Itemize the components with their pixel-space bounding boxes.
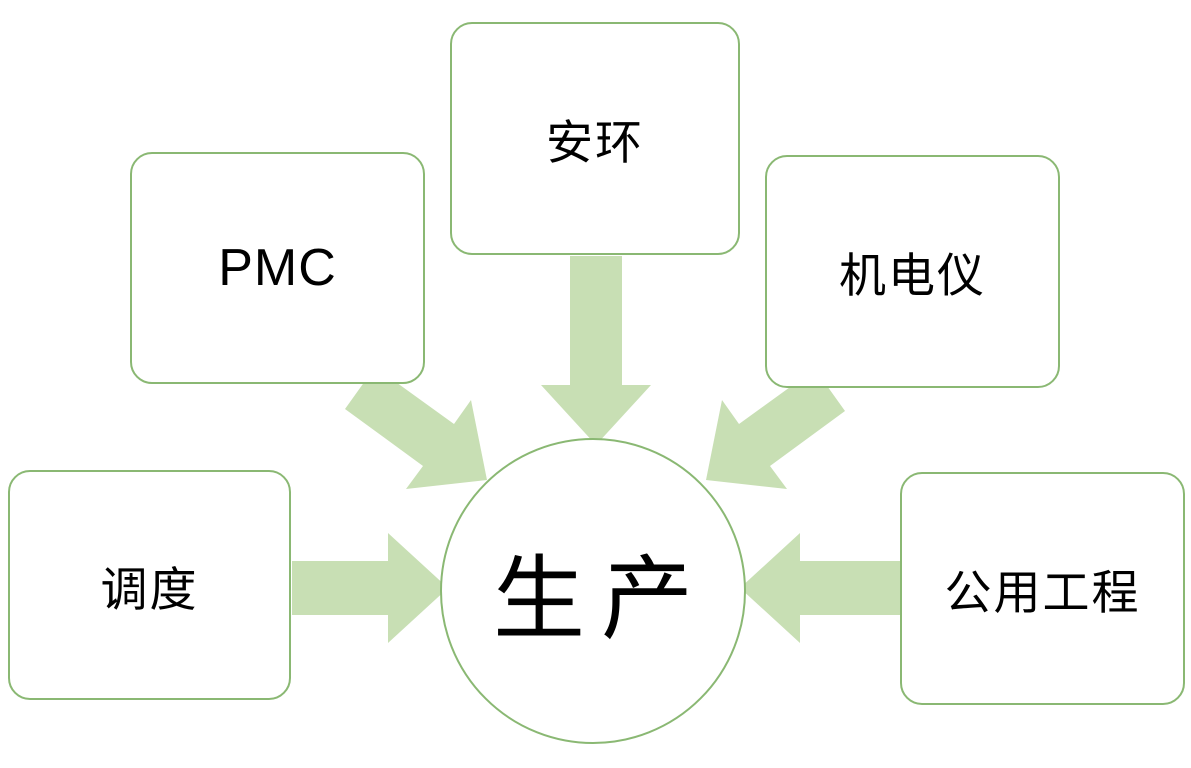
- node-diaodu: 调度: [8, 470, 291, 700]
- node-gongyong-gongcheng: 公用工程: [900, 472, 1185, 705]
- node-gongyong-gongcheng-label: 公用工程: [944, 566, 1141, 621]
- arrow-from-jidianyi: [706, 369, 845, 489]
- node-jidianyi-label: 机电仪: [839, 249, 986, 304]
- node-anhuan-label: 安环: [546, 116, 644, 171]
- node-pmc: PMC: [130, 152, 425, 384]
- arrow-from-pmc: [345, 367, 487, 489]
- center-node-production: 生产: [440, 438, 746, 744]
- node-diaodu-label: 调度: [100, 562, 199, 618]
- arrow-from-gongyong: [740, 533, 900, 643]
- node-jidianyi: 机电仪: [765, 155, 1060, 388]
- arrow-from-diaodu: [292, 533, 448, 643]
- node-pmc-label: PMC: [218, 239, 337, 297]
- center-node-label: 生产: [492, 545, 709, 653]
- arrow-from-anhuan: [541, 256, 651, 445]
- node-anhuan: 安环: [450, 22, 740, 255]
